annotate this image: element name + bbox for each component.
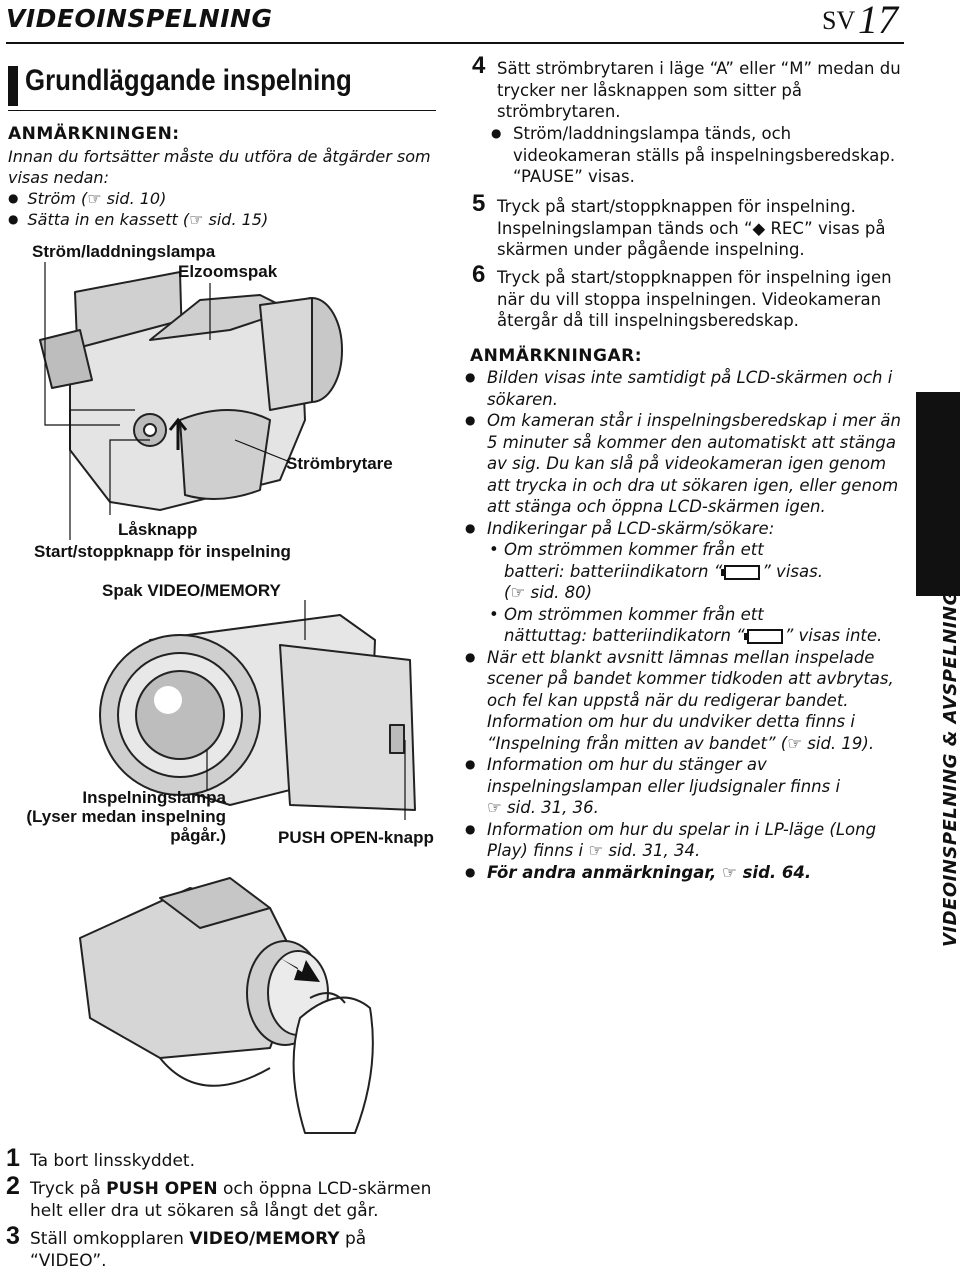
remark-1-line-1: Bilden visas inte samtidigt på LCD-skärm… (465, 367, 907, 389)
notes-intro-line-1: Innan du fortsätter måste du utföra de å… (8, 147, 431, 166)
remark-3-sub-1-line-2a: batteri: batteriindikatorn “ (504, 561, 723, 581)
notes-bullet-power: Ström (☞ sid. 10) (8, 188, 166, 211)
step-3-pre: Ställ omkopplaren (30, 1229, 190, 1249)
step-4-text: Sätt strömbrytaren i läge “A” eller “M” … (497, 58, 901, 123)
remark-3-sub-1-line-3: (☞ sid. 80) (504, 583, 593, 602)
camcorder-front-illustration (99, 600, 416, 820)
battery-icon-ac (743, 629, 783, 644)
remark-3-sub-2-line-2: nättuttag: batteriindikatorn “ ” visas in… (487, 625, 907, 647)
remark-5-line-3: ☞ sid. 31, 36. (487, 798, 599, 817)
step-4-bullet: Ström/laddningslampa tänds, och videokam… (491, 123, 896, 188)
step-3-text: Ställ omkopplaren VIDEO/MEMORY på “VIDEO… (30, 1228, 366, 1272)
callout-leaders-top (44, 262, 291, 540)
callout-power-switch: Strömbrytare (286, 454, 393, 473)
step-4-line-3: strömbrytaren. (497, 102, 621, 121)
callout-video-memory: Spak VIDEO/MEMORY (102, 581, 281, 600)
remark-3-sub-1-line-2b: ” visas. (762, 561, 823, 581)
step-4-number: 4 (472, 52, 486, 79)
step-4-bullet-line-1: Ström/laddningslampa tänds, och (491, 123, 895, 145)
step-2-line-1: Tryck på PUSH OPEN och öppna LCD-skärmen (30, 1178, 431, 1200)
callout-rec-lamp-1: Inspelningslampa (82, 788, 226, 807)
header-rule (6, 42, 904, 44)
lens-cap-illustration (79, 877, 374, 1134)
step-1-text: Ta bort linsskyddet. (30, 1151, 195, 1171)
battery-icon (721, 564, 761, 580)
page-number: 17 (858, 0, 898, 42)
notes-intro-line-2: visas nedan: (8, 168, 109, 187)
callout-push-open: PUSH OPEN-knapp (278, 828, 434, 847)
step-2-text: Tryck på PUSH OPEN och öppna LCD-skärmen… (30, 1178, 431, 1222)
section-rule (8, 110, 436, 111)
remark-3-sub-2-line-2b: ” visas inte. (784, 626, 883, 645)
remark-2-line-1: Om kameran står i inspelningsberedskap i… (465, 410, 907, 432)
remark-6-line-1: Information om hur du spelar in i LP-läg… (465, 819, 907, 841)
chapter-tab (916, 392, 960, 596)
remark-4-line-1: När ett blankt avsnitt lämnas mellan ins… (465, 647, 907, 669)
step-4-line-1: Sätt strömbrytaren i läge “A” eller “M” … (497, 59, 901, 78)
remark-3-line-1: Indikeringar på LCD-skärm/sökare: (465, 518, 907, 540)
step-4-line-2: trycker ner låsknappen som sitter på (497, 80, 802, 100)
step-2-post: och öppna LCD-skärmen (217, 1179, 432, 1199)
step-4-bullet-line-2: videokameran ställs på inspelningsbereds… (513, 145, 896, 165)
step-5-number: 5 (472, 190, 486, 217)
step-3-line-2: “VIDEO”. (30, 1251, 107, 1271)
section-marker (8, 66, 18, 106)
step-6-line-1: Tryck på start/stoppknappen för inspelni… (497, 268, 892, 287)
remark-3-sub-2-line-1: • Om strömmen kommer från ett (489, 604, 764, 624)
remark-4-line-3: och fel kan uppstå när du redigerar band… (487, 690, 849, 710)
remark-4-line-2: scener på bandet kommer tidkoden att avb… (487, 669, 894, 688)
step-3-number: 3 (6, 1222, 20, 1250)
step-5-text: Tryck på start/stoppknappen för inspelni… (497, 196, 885, 261)
callout-zoom-lever: Elzoomspak (178, 262, 278, 281)
callout-rec-lamp-2: (Lyser medan inspelning (26, 807, 226, 826)
remark-4-line-5: “Inspelning från mitten av bandet” (☞ si… (487, 733, 875, 753)
callout-lock-button: Låsknapp (118, 520, 198, 539)
notes-bullet-cassette: Sätta in en kassett (☞ sid. 15) (8, 209, 268, 232)
step-5-line-3: skärmen under pågående inspelning. (497, 240, 805, 259)
remark-2-line-2: 5 minuter så kommer den automatiskt att … (487, 432, 896, 452)
step-5-line-1: Tryck på start/stoppknappen för inspelni… (497, 197, 856, 216)
notes-intro: Innan du fortsätter måste du utföra de å… (8, 146, 438, 188)
remark-4-line-4: Information om hur du undviker detta fin… (487, 712, 855, 731)
step-5-line-2: Inspelningslampan tänds och “◆ REC” visa… (497, 218, 886, 238)
remark-2-line-5: att stänga och öppna LCD-skärmen igen. (487, 497, 826, 516)
step-6-text: Tryck på start/stoppknappen för inspelni… (497, 267, 892, 332)
step-2-bold: PUSH OPEN (106, 1179, 218, 1199)
header-language: SV (822, 6, 856, 35)
header-title: VIDEOINSPELNING (6, 4, 273, 33)
step-2-pre: Tryck på (30, 1179, 107, 1199)
camcorder-side-illustration (39, 271, 343, 511)
section-title: Grundläggande inspelning (25, 64, 352, 97)
remark-5-line-1: Information om hur du stänger av (465, 754, 907, 776)
step-1-number: 1 (6, 1144, 20, 1172)
step-6-line-2: när du vill stoppa inspelningen. Videoka… (497, 289, 882, 309)
callout-start-stop: Start/stoppknapp för inspelning (34, 542, 291, 561)
remark-3-sub-1-line-1: • Om strömmen kommer från ett (489, 540, 764, 559)
remarks-list: Bilden visas inte samtidigt på LCD-skärm… (465, 367, 907, 884)
remark-6-line-2: Play) finns i ☞ sid. 31, 34. (487, 841, 701, 860)
remark-7-line-1: För andra anmärkningar, ☞ sid. 64. (465, 862, 907, 884)
notes-heading: ANMÄRKNINGEN: (8, 124, 180, 144)
step-2-number: 2 (6, 1172, 20, 1200)
remark-2-line-3: av sig. Du kan slå på videokameran igen … (487, 454, 887, 473)
remark-3-sub-2-line-2a: nättuttag: batteriindikatorn “ (504, 626, 745, 645)
step-3-line-1: Ställ omkopplaren VIDEO/MEMORY på (30, 1228, 366, 1250)
chapter-label: VIDEOINSPELNING & AVSPELNING (940, 590, 960, 947)
step-3-post: på (339, 1229, 367, 1249)
step-2-line-2: helt eller dra ut sökaren så långt det g… (30, 1201, 379, 1221)
remark-3-sub-1-line-2: batteri: batteriindikatorn “ ” visas. (487, 561, 907, 583)
callout-power-lamp: Ström/laddningslampa (32, 242, 216, 261)
remark-1-line-2: sökaren. (487, 389, 558, 409)
callout-rec-lamp-3: pågår.) (170, 826, 226, 845)
step-6-number: 6 (472, 261, 486, 288)
remarks-heading: ANMÄRKNINGAR: (470, 346, 643, 366)
step-6-line-3: återgår då till inspelningsberedskap. (497, 311, 799, 330)
step-4-bullet-line-3: “PAUSE” visas. (513, 167, 635, 186)
remark-2-line-4: att trycka in och dra ut sökaren igen, e… (487, 475, 899, 495)
step-3-bold: VIDEO/MEMORY (189, 1229, 340, 1249)
remark-5-line-2: inspelningslampan eller ljudsignaler fin… (487, 776, 841, 796)
